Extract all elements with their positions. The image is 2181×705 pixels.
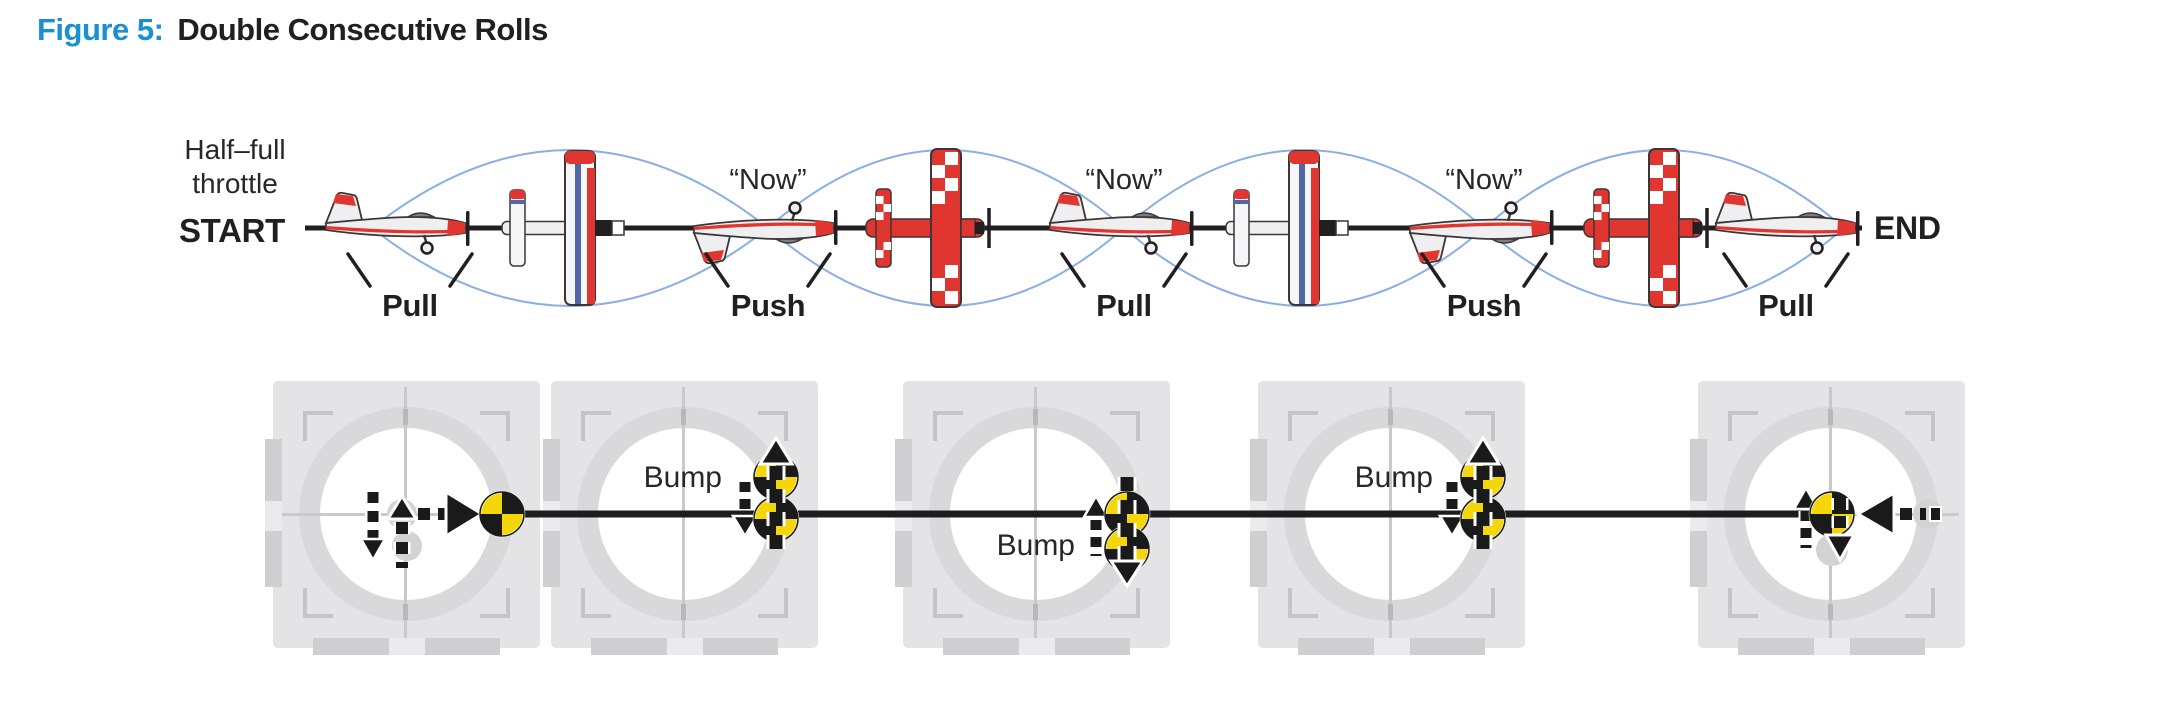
start-label: START [178,212,286,249]
gimbal-tick [1828,409,1833,425]
corner-bracket-icon [1110,588,1140,618]
corner-bracket-icon [581,411,611,441]
corner-bracket-icon [303,588,333,618]
corner-bracket-icon [581,588,611,618]
corner-bracket-icon [303,411,333,441]
bump-label-3: Bump [1354,461,1433,494]
stick-right-arrow-icon [418,489,485,539]
gimbal-tick [681,604,686,620]
return-down-arrow-icon [1437,482,1467,539]
corner-bracket-icon [1288,411,1318,441]
corner-bracket-icon [480,588,510,618]
trim-slider-horizontal [1738,638,1925,655]
corner-bracket-icon [1288,588,1318,618]
throttle-note: Half–full throttle [145,133,325,201]
trim-notch [265,501,282,531]
gimbal-tick [1388,409,1393,425]
call-pointer-ticks [346,252,1850,288]
bump-label-1: Bump [643,461,722,494]
corner-bracket-icon [1905,588,1935,618]
trim-notch [667,638,703,655]
trim-notch [1814,638,1850,655]
gimbal-tick [1033,409,1038,425]
bump-label-2: Bump [996,529,1075,562]
figure-name: Double Consecutive Rolls [177,12,548,47]
stick-5-indicator [1791,485,1943,566]
corner-bracket-icon [480,411,510,441]
stick-center-left-arrow-icon [1855,490,1942,538]
return-up-arrow-icon [1081,493,1111,556]
return-down-arrow-icon [730,482,760,539]
pull-bump-down-arrow-icon [1108,477,1146,589]
stick-1-indicator [358,489,526,568]
elevator-call-pull-3: Pull [1758,288,1814,323]
corner-bracket-icon [1728,411,1758,441]
stick-3-indicator [1081,477,1151,589]
corner-bracket-icon [933,588,963,618]
trim-slider-horizontal [943,638,1130,655]
throttle-note-line2: throttle [192,168,278,199]
figure-title-row: Figure 5: Double Consecutive Rolls [37,12,548,48]
throttle-note-line1: Half–full [184,134,286,165]
gimbal-tick [1033,604,1038,620]
trim-notch [1374,638,1410,655]
trim-slider-horizontal [1298,638,1485,655]
corner-bracket-icon [1110,411,1140,441]
figure-label: Figure 5: [37,12,164,47]
corner-bracket-icon [1905,411,1935,441]
push-bump-up-arrow-icon [1464,435,1502,556]
end-label: END [1874,210,1941,246]
push-bump-up-arrow-icon [757,435,795,556]
now-call-2: “Now” [1085,164,1163,196]
elevator-call-pull-2: Pull [1096,288,1152,323]
corner-bracket-icon [758,588,788,618]
trim-slider-horizontal [313,638,500,655]
stick-4-indicator [1437,435,1507,556]
trim-slider-horizontal [591,638,778,655]
gimbal-tick [403,409,408,425]
trim-notch [389,638,425,655]
elevator-call-push-1: Push [730,288,806,323]
stick-2-indicator [730,435,800,556]
pull-bump-down-arrow-icon [358,492,388,563]
gimbal-tick [1388,604,1393,620]
corner-bracket-icon [758,411,788,441]
now-call-3: “Now” [1445,164,1523,196]
elevator-call-pull-1: Pull [382,288,438,323]
stick-knob-icon [478,490,526,538]
gimbal-tick [681,409,686,425]
corner-bracket-icon [1465,588,1495,618]
corner-bracket-icon [933,411,963,441]
elevator-call-push-2: Push [1446,288,1522,323]
corner-bracket-icon [1728,588,1758,618]
now-call-1: “Now” [729,164,807,196]
gimbal-tick [1828,604,1833,620]
return-up-arrow-icon [385,493,419,568]
corner-bracket-icon [1465,411,1495,441]
trim-slider-vertical [265,439,282,587]
trim-notch [1019,638,1055,655]
gimbal-tick [403,604,408,620]
pull-bump-down-arrow-icon [1823,498,1857,564]
